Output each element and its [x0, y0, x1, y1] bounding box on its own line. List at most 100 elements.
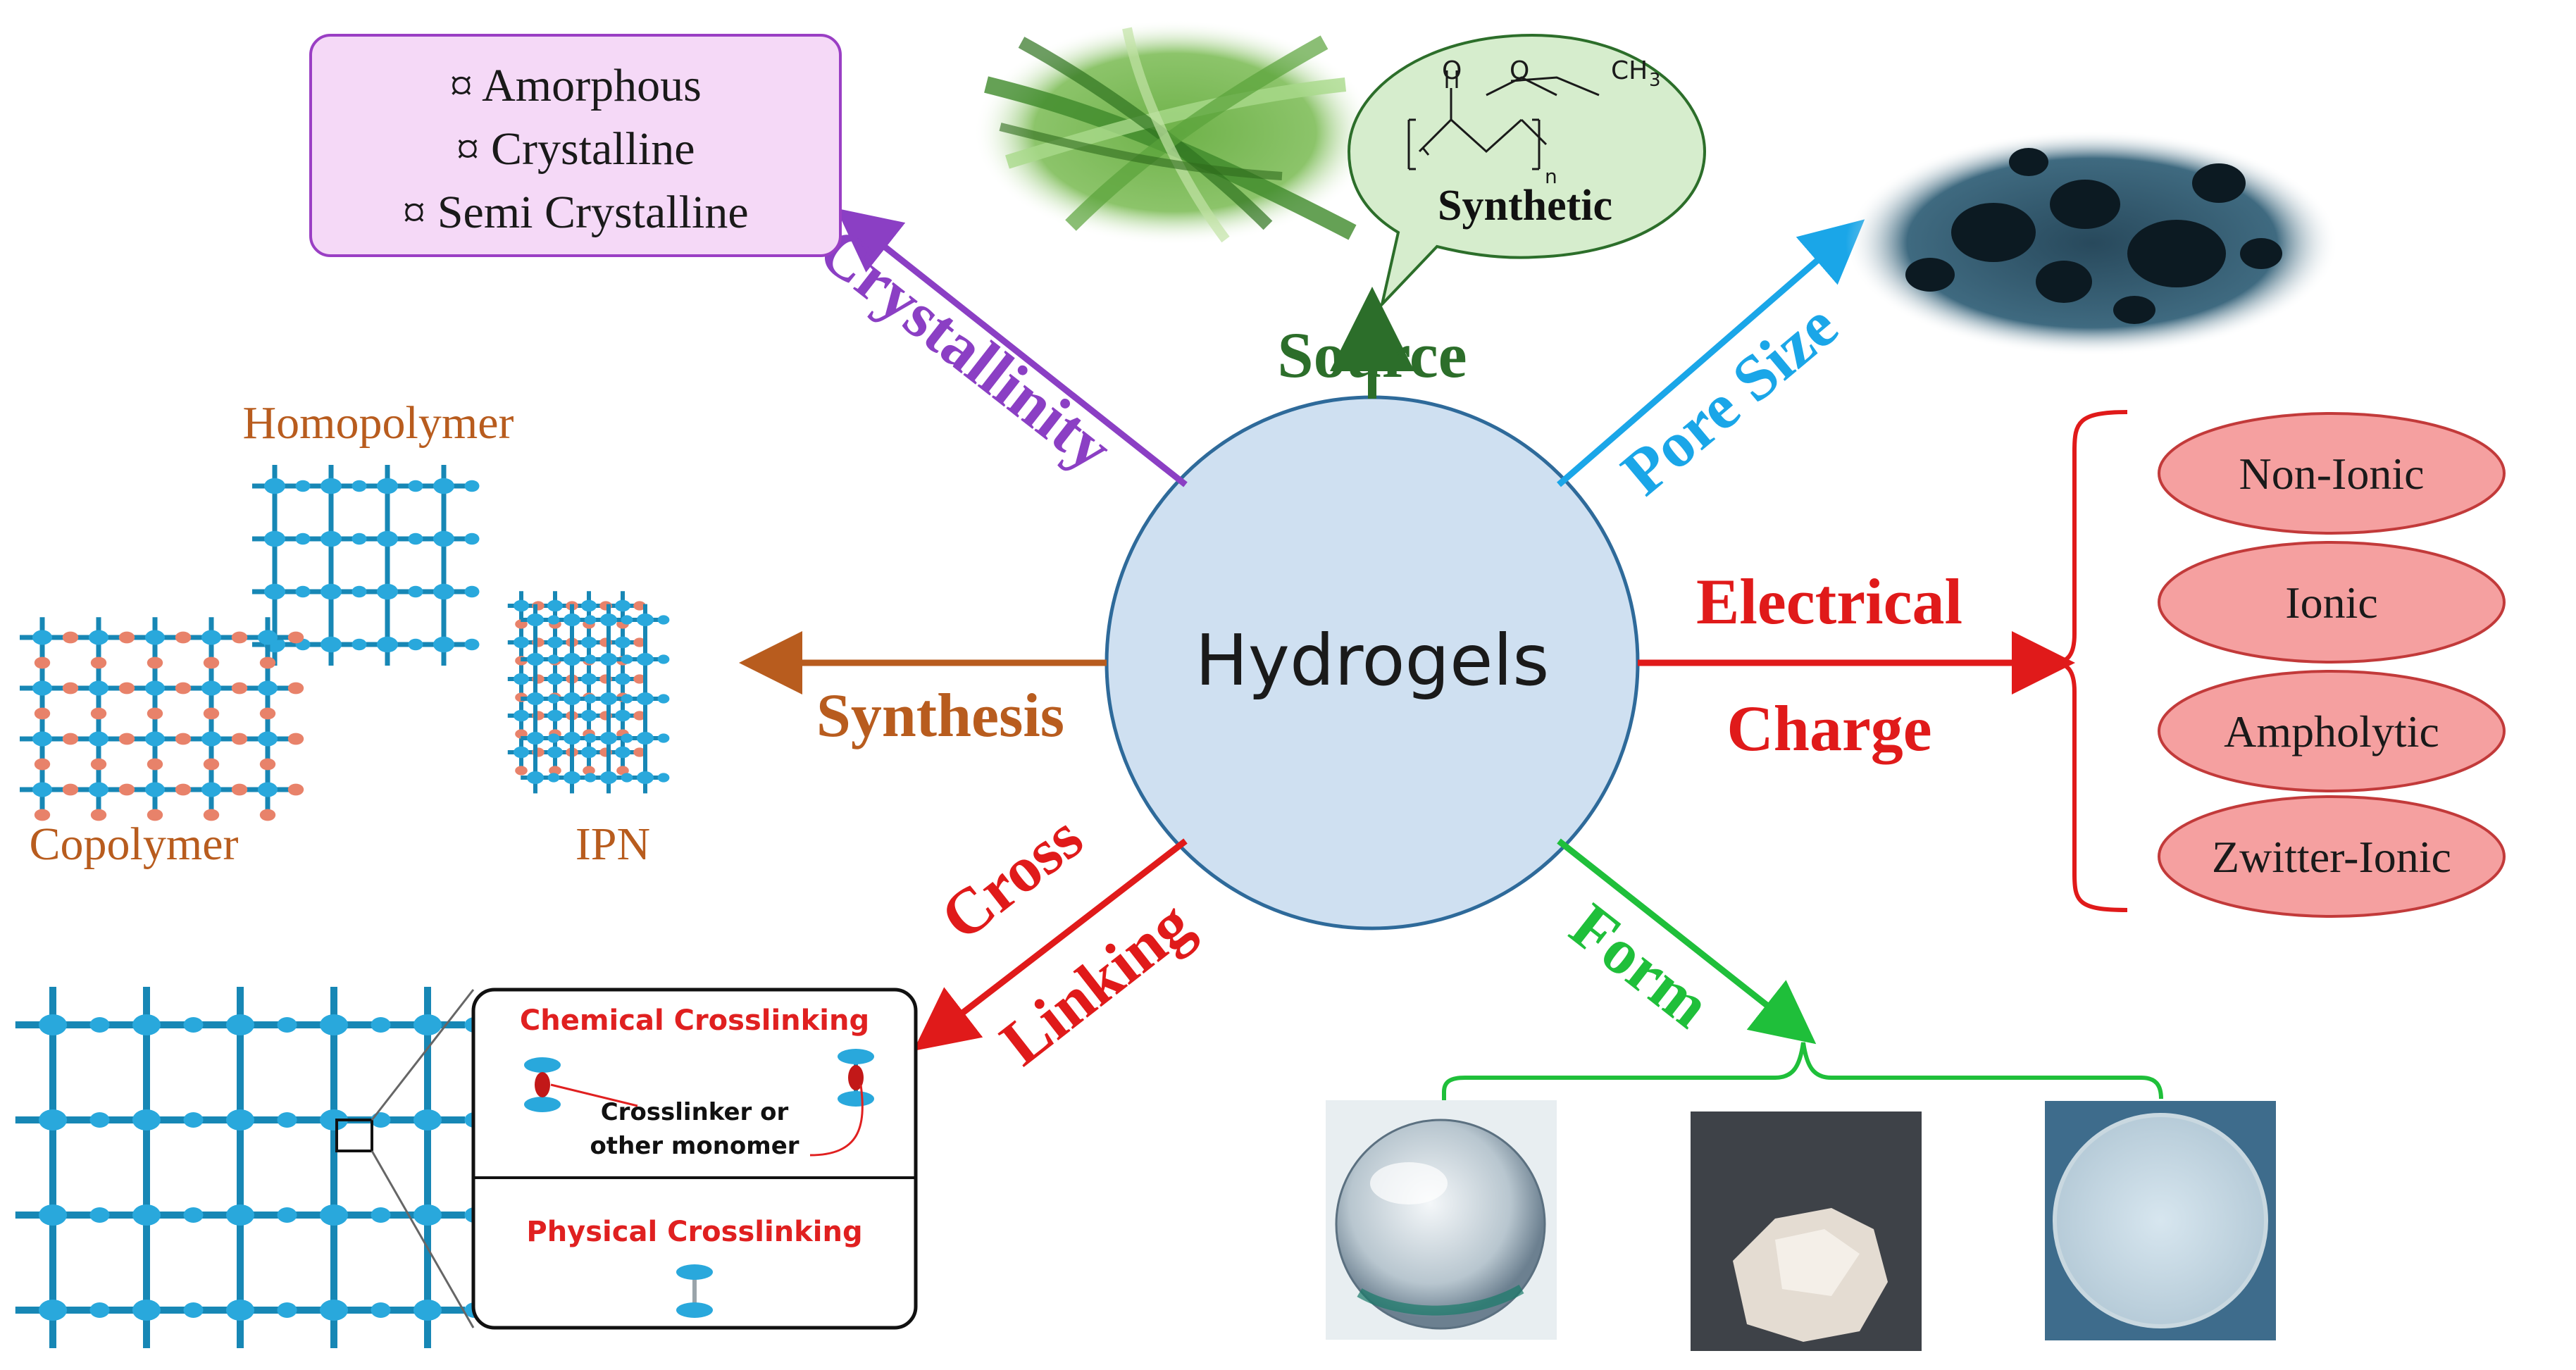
comonomer-node: [90, 809, 107, 821]
comonomer-node: [90, 656, 107, 669]
comonomer-node: [633, 601, 646, 611]
comonomer-node: [90, 758, 107, 771]
crystallinity-item: ¤ Crystalline: [456, 123, 695, 175]
monomer-node: [527, 732, 544, 745]
monomer-node: [547, 636, 563, 649]
comonomer-node: [259, 809, 276, 821]
comonomer-node: [147, 707, 163, 720]
monomer-node: [32, 630, 52, 645]
monomer-node: [320, 1204, 348, 1226]
monomer-node: [132, 1109, 161, 1131]
charge-type-ellipse: [2158, 412, 2506, 535]
monomer-node: [600, 614, 617, 626]
monomer-node: [145, 731, 165, 747]
monomer-node: [320, 1109, 348, 1131]
monomer-node: [32, 782, 52, 797]
monomer-node: [637, 732, 654, 745]
electrical-label-line2: Charge: [1726, 692, 1931, 764]
monomer-node: [581, 709, 597, 722]
comonomer-node: [90, 707, 107, 720]
form-photo-sphere: [1326, 1100, 1557, 1340]
comonomer-node: [147, 656, 163, 669]
zoom-line-bottom: [371, 1150, 475, 1328]
polymer-formula: [1407, 70, 1600, 170]
monomer-node: [408, 533, 423, 545]
monomer-node: [413, 1204, 442, 1226]
monomer-node: [615, 673, 630, 685]
monomer-node: [615, 746, 630, 759]
comonomer-node: [34, 656, 51, 669]
monomer-node: [321, 530, 342, 547]
monomer-node: [226, 1014, 254, 1035]
cross-linking-branch: Cross Linking Chemical Crosslinking Cros…: [15, 801, 1205, 1348]
monomer-node: [39, 1014, 67, 1035]
comonomer-node: [118, 783, 135, 796]
monomer-node: [277, 1112, 297, 1128]
source-label: Source: [1277, 319, 1467, 391]
crystallinity-label: Crystallinity: [806, 213, 1125, 485]
monomer-node: [89, 680, 108, 696]
comonomer-node: [34, 809, 51, 821]
formula-ch: CH: [1611, 56, 1648, 85]
monomer-node: [295, 480, 311, 492]
monomer-node: [183, 1302, 204, 1318]
source-branch: Source O O CH 3 n Synthetic: [973, 20, 1707, 399]
comonomer-node: [515, 766, 528, 776]
monomer-node: [564, 653, 580, 666]
monomer-node: [527, 614, 544, 626]
physical-crosslink-glyph: [676, 1264, 713, 1318]
monomer-node: [295, 533, 311, 545]
monomer-node: [320, 1014, 348, 1035]
physical-crosslinking-title: Physical Crosslinking: [526, 1216, 862, 1248]
comonomer-node: [633, 747, 646, 757]
monomer-node: [226, 1300, 254, 1321]
monomer-node: [621, 615, 633, 625]
monomer-node: [464, 533, 480, 545]
comonomer-node: [287, 733, 304, 745]
monomer-node: [600, 732, 617, 745]
monomer-node: [377, 636, 398, 653]
monomer-node: [547, 599, 563, 612]
monomer-node: [39, 1204, 67, 1226]
monomer-node: [514, 673, 529, 685]
monomer-node: [351, 533, 367, 545]
ipn-label: IPN: [575, 818, 650, 870]
monomer-node: [581, 746, 597, 759]
monomer-node: [371, 1302, 391, 1318]
monomer-node: [277, 1302, 297, 1318]
monomer-node: [132, 1204, 161, 1226]
comonomer-node: [259, 656, 276, 669]
monomer-node: [615, 636, 630, 649]
monomer-node: [615, 599, 630, 612]
monomer-node: [408, 480, 423, 492]
monomer-node: [371, 1207, 391, 1223]
zoom-line-top: [371, 989, 475, 1121]
monomer-node: [145, 782, 165, 797]
monomer-node: [600, 771, 617, 784]
form-arrow: [1557, 838, 1817, 1045]
monomer-node: [584, 654, 597, 664]
monomer-node: [145, 680, 165, 696]
monomer-node: [408, 638, 423, 651]
comonomer-node: [118, 682, 135, 695]
comonomer-node: [175, 733, 192, 745]
crystallinity-arrow: [835, 208, 1188, 487]
monomer-node: [637, 653, 654, 666]
comonomer-node: [175, 783, 192, 796]
comonomer-node: [62, 631, 79, 644]
monomer-node: [32, 731, 52, 747]
monomer-node: [514, 746, 529, 759]
monomer-node: [547, 673, 563, 685]
monomer-node: [547, 654, 560, 664]
monomer-node: [600, 653, 617, 666]
copolymer-label: Copolymer: [30, 818, 239, 870]
monomer-node: [615, 709, 630, 722]
comonomer-node: [231, 783, 248, 796]
monomer-node: [89, 782, 108, 797]
monomer-node: [527, 653, 544, 666]
monomer-node: [183, 1112, 204, 1128]
monomer-node: [145, 630, 165, 645]
monomer-node: [413, 1300, 442, 1321]
monomer-node: [621, 773, 633, 783]
